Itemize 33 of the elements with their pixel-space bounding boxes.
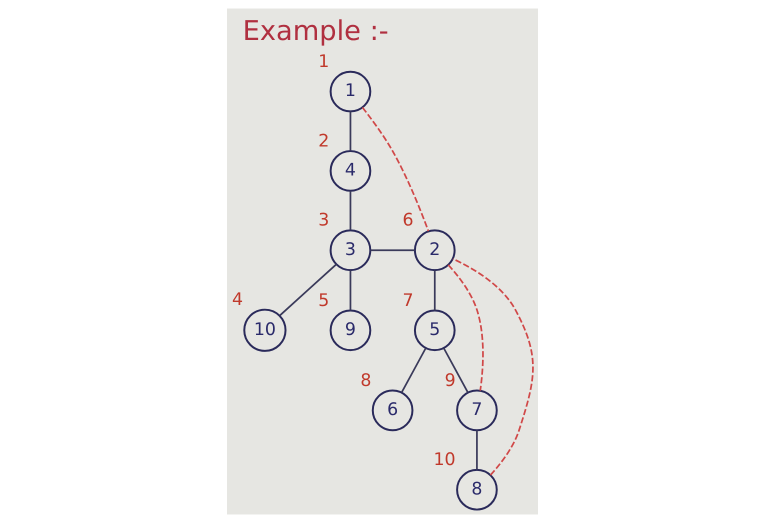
node-circle: 2 (413, 229, 456, 272)
node-circle: 1 (329, 70, 371, 112)
connector (349, 190, 351, 230)
connector (278, 264, 336, 316)
node-label: 3 (318, 210, 329, 231)
node-circle: 9 (329, 309, 371, 352)
connector (476, 430, 478, 470)
connector (370, 249, 414, 252)
connector (452, 258, 534, 476)
node-label: 1 (318, 52, 329, 72)
node-label: 10 (433, 450, 456, 470)
connector (433, 270, 436, 310)
connector (349, 111, 351, 151)
node-label: 8 (360, 370, 371, 391)
connector (361, 106, 429, 232)
node-circle: 7 (456, 390, 498, 432)
connector (349, 270, 351, 310)
node-label: 2 (318, 131, 329, 152)
node-circle: 6 (371, 390, 413, 432)
diagram-title: Example :- (242, 16, 388, 48)
node-label: 7 (402, 290, 414, 311)
node-label: 5 (318, 290, 329, 311)
connector (442, 348, 468, 393)
node-label: 6 (402, 210, 414, 231)
node-circle: 8 (456, 468, 498, 511)
connector (447, 264, 484, 391)
node-circle: 5 (413, 309, 456, 352)
node-label: 9 (444, 370, 456, 391)
node-label: 4 (231, 290, 243, 310)
node-circle: 4 (329, 150, 371, 192)
node-circle: 3 (329, 229, 371, 272)
node-circle: 10 (242, 308, 286, 352)
connector (400, 348, 426, 393)
